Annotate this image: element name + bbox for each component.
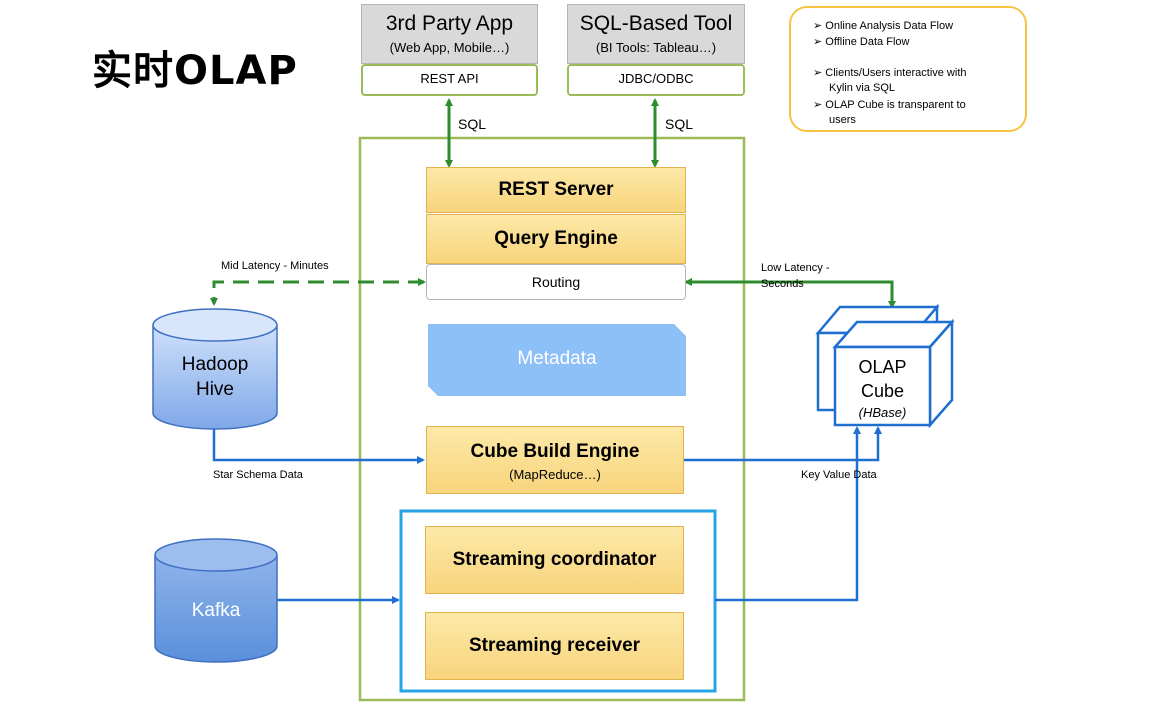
low-latency-arrow: [684, 278, 896, 309]
rest-server-box: REST Server: [426, 167, 686, 213]
client-sub: (Web App, Mobile…): [389, 40, 510, 55]
kafka-cylinder: [154, 538, 278, 663]
legend-online-label: Online Analysis Data Flow: [825, 20, 954, 32]
mid-latency-label: Mid Latency - Minutes: [221, 260, 329, 272]
client-third-party-app: 3rd Party App (Web App, Mobile…): [361, 4, 538, 64]
star-schema-label: Star Schema Data: [213, 469, 303, 481]
low-latency-label-2: Seconds: [761, 278, 804, 290]
key-value-label: Key Value Data: [801, 469, 877, 481]
client-name: 3rd Party App: [385, 12, 514, 35]
legend-note1: ➢ Clients/Users interactive with: [813, 67, 967, 79]
sql-label-right: SQL: [665, 116, 694, 132]
cube-line3: (HBase): [858, 405, 907, 420]
olap-cube-icon: [815, 303, 955, 429]
mid-latency-arrow: [210, 278, 426, 306]
streaming-to-cube-arrow: [715, 426, 861, 602]
sql-label-left: SQL: [458, 116, 487, 132]
metadata-shape: [428, 324, 686, 396]
streaming-coordinator-box: Streaming coordinator: [425, 526, 684, 594]
legend-note1b: Kylin via SQL: [829, 82, 896, 94]
legend-offline-label: Offline Data Flow: [825, 36, 910, 48]
streaming-receiver-box: Streaming receiver: [425, 612, 684, 680]
query-engine-box: Query Engine: [426, 214, 686, 264]
jdbc-odbc-box: JDBC/ODBC: [567, 64, 745, 96]
low-latency-label-1: Low Latency -: [761, 262, 830, 274]
olap-cube-label: OLAP Cube (HBase): [835, 355, 930, 423]
legend-note1a: Clients/Users interactive with: [825, 67, 967, 79]
hadoop-hive-cylinder: [152, 308, 278, 430]
kylin-container: [358, 136, 746, 702]
legend-note2: ➢ OLAP Cube is transparent to: [813, 99, 966, 111]
client-name: SQL-Based Tool: [579, 12, 733, 35]
page-title: 实时OLAP: [92, 48, 298, 94]
hadoop-label: Hadoop: [181, 354, 249, 375]
hive-label: Hive: [195, 379, 234, 400]
hadoop-hive-label: Hadoop Hive: [153, 352, 277, 402]
legend-note2a: OLAP Cube is transparent to: [825, 99, 966, 111]
legend-offline-item: ➢ Offline Data Flow: [813, 36, 910, 48]
client-sql-tool: SQL-Based Tool (BI Tools: Tableau…): [567, 4, 745, 64]
cube-build-engine-box: Cube Build Engine (MapReduce…): [426, 426, 684, 494]
metadata-label: Metadata: [517, 348, 597, 369]
legend-online-item: ➢ Online Analysis Data Flow: [813, 20, 954, 32]
cube-line2: Cube: [860, 381, 905, 401]
star-schema-arrow: [212, 428, 425, 464]
cube-build-engine-label: Cube Build Engine: [470, 441, 640, 462]
cube-line1: OLAP: [858, 357, 907, 377]
cube-build-engine-sub: (MapReduce…): [509, 467, 601, 482]
rest-api-box: REST API: [361, 64, 538, 96]
legend-box: ➢ Online Analysis Data Flow ➢ Offline Da…: [789, 6, 1027, 132]
key-value-arrow: [683, 426, 882, 462]
client-sub: (BI Tools: Tableau…): [595, 40, 717, 55]
routing-box: Routing: [426, 264, 686, 300]
legend-note2b: users: [829, 114, 856, 126]
kafka-label: Kafka: [191, 600, 241, 621]
